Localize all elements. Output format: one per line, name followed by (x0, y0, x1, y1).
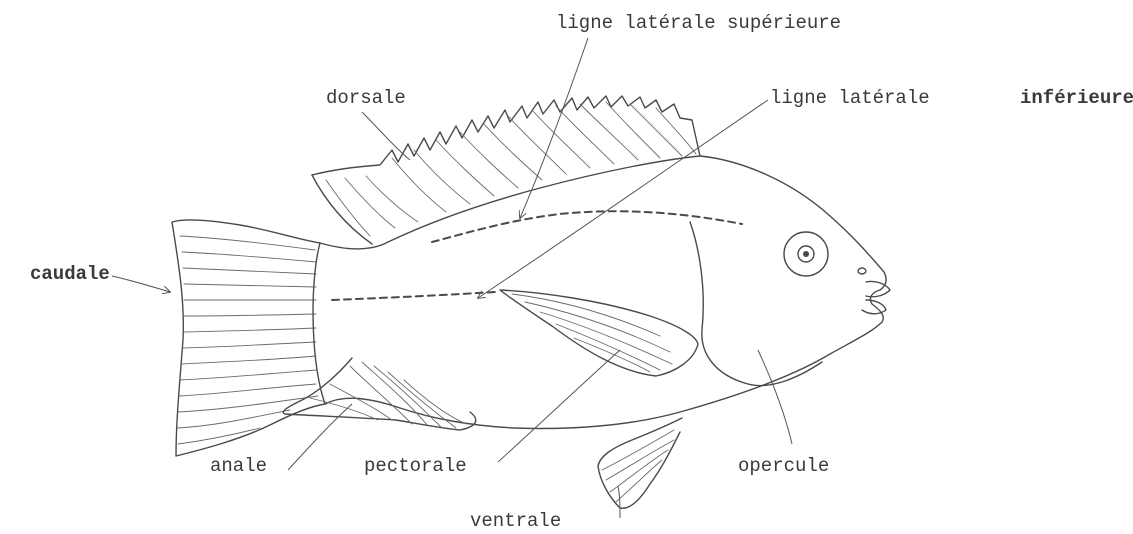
label-pectorale: pectorale (364, 455, 467, 477)
label-ligne-laterale: ligne latérale (770, 87, 930, 109)
pectoral-fin (500, 290, 698, 376)
label-caudale: caudale (30, 263, 110, 285)
labels: ligne latérale supérieure ligne latérale… (30, 12, 1133, 532)
lower-lateral-line (332, 292, 495, 300)
label-opercule: opercule (738, 455, 829, 477)
label-inferieure: inférieure (1020, 87, 1133, 109)
lateral-lines (332, 211, 742, 300)
caudal-fin (172, 220, 325, 456)
label-anale: anale (210, 455, 267, 477)
label-ventrale: ventrale (470, 510, 561, 532)
label-ligne-laterale-superieure: ligne latérale supérieure (556, 12, 841, 34)
eye (784, 232, 828, 276)
ventral-fin (598, 418, 682, 508)
fish-drawing (172, 96, 890, 508)
anal-fin (283, 358, 475, 430)
label-dorsale: dorsale (326, 87, 406, 109)
dorsal-fin (312, 96, 700, 244)
